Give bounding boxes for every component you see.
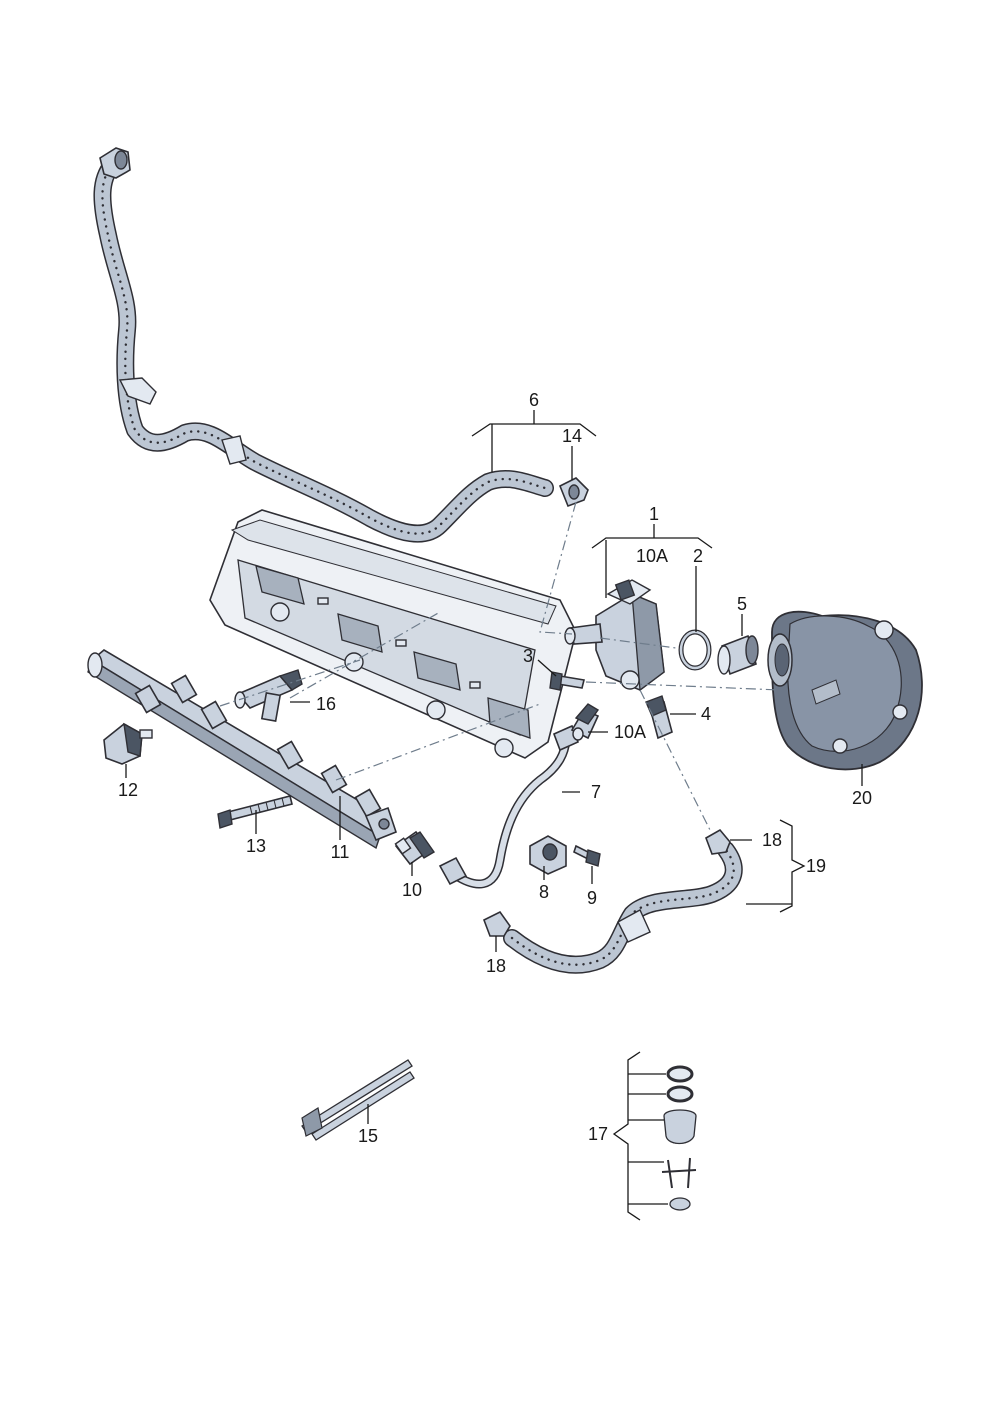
pump-screw bbox=[549, 671, 585, 691]
hose-clamp-18-bottom bbox=[482, 910, 511, 937]
roller-tappet bbox=[717, 634, 759, 676]
label-19: 19 bbox=[806, 856, 826, 876]
label-11: 11 bbox=[331, 842, 350, 862]
label-6: 6 bbox=[529, 390, 539, 410]
long-fuel-hose bbox=[93, 147, 554, 543]
label-14: 14 bbox=[562, 426, 582, 446]
hose-clamp-18-top bbox=[705, 828, 731, 855]
hose-clamp-14 bbox=[558, 477, 589, 508]
lower-fuel-hose bbox=[503, 841, 743, 974]
label-17: 17 bbox=[588, 1124, 608, 1144]
union-fitting bbox=[394, 830, 436, 866]
repair-kit bbox=[661, 1065, 697, 1211]
leader-lines bbox=[125, 410, 863, 1221]
label-8: 8 bbox=[539, 882, 549, 902]
fuel-rail bbox=[87, 649, 397, 850]
part-labels: 6 14 1 10A 2 5 3 4 10A 16 7 12 13 11 10 … bbox=[118, 390, 872, 1146]
label-16: 16 bbox=[316, 694, 336, 714]
label-18-bottom: 18 bbox=[486, 956, 506, 976]
cylinder-head-plate bbox=[209, 509, 577, 759]
o-ring bbox=[678, 629, 712, 671]
label-2: 2 bbox=[693, 546, 703, 566]
bolt bbox=[217, 795, 293, 829]
label-5: 5 bbox=[737, 594, 747, 614]
label-12: 12 bbox=[118, 780, 138, 800]
high-pressure-line bbox=[438, 724, 580, 889]
vacuum-pump bbox=[767, 610, 923, 771]
label-20: 20 bbox=[852, 788, 872, 808]
fitting-4 bbox=[645, 695, 673, 740]
pressure-sensor bbox=[103, 722, 153, 765]
assembly-lines bbox=[219, 501, 781, 831]
label-18-top: 18 bbox=[762, 830, 782, 850]
label-9: 9 bbox=[587, 888, 597, 908]
cable-tie bbox=[301, 1059, 415, 1141]
label-7: 7 bbox=[591, 782, 601, 802]
label-10a-top: 10A bbox=[636, 546, 668, 566]
fitting-10a bbox=[570, 703, 600, 741]
label-15: 15 bbox=[358, 1126, 378, 1146]
high-pressure-pump bbox=[564, 579, 665, 692]
bracket-clamp bbox=[529, 835, 567, 875]
label-10: 10 bbox=[402, 880, 422, 900]
label-3: 3 bbox=[523, 646, 533, 666]
label-13: 13 bbox=[246, 836, 266, 856]
label-10a-mid: 10A bbox=[614, 722, 646, 742]
label-4: 4 bbox=[701, 704, 711, 724]
label-1: 1 bbox=[649, 504, 659, 524]
fuel-injector bbox=[234, 669, 303, 722]
screw bbox=[573, 844, 601, 867]
